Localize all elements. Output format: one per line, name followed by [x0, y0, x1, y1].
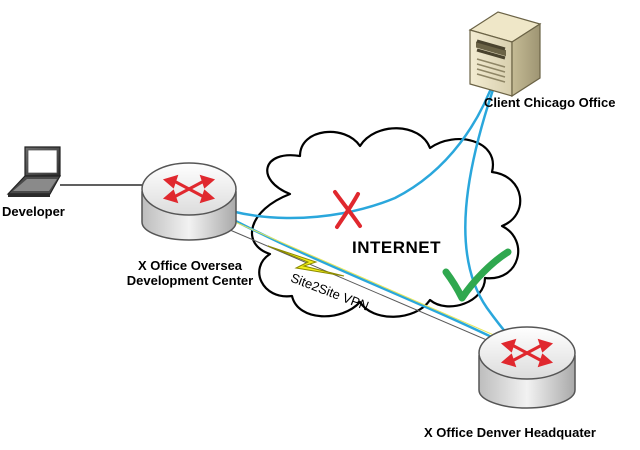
denver-hq-label: X Office Denver Headquater	[424, 425, 596, 440]
chicago-office-label: Client Chicago Office	[484, 95, 616, 110]
router-icon	[141, 162, 237, 241]
internet-label: INTERNET	[352, 238, 441, 257]
oversea-office-label-line2: Development Center	[126, 273, 254, 288]
router-icon	[478, 326, 576, 409]
vpn-tunnel-edge	[234, 221, 513, 344]
developer-label: Developer	[2, 204, 65, 219]
x-mark-icon	[333, 190, 362, 229]
lightning-bolt-icon	[267, 245, 345, 277]
checkmark-icon	[442, 248, 512, 302]
oversea-office-label: X Office Oversea Development Center	[120, 258, 260, 288]
oversea-office-label-line1: X Office Oversea	[137, 258, 243, 273]
oversea-chicago-link	[187, 77, 497, 220]
server-tower-icon	[468, 11, 542, 98]
laptop-icon	[6, 146, 62, 197]
